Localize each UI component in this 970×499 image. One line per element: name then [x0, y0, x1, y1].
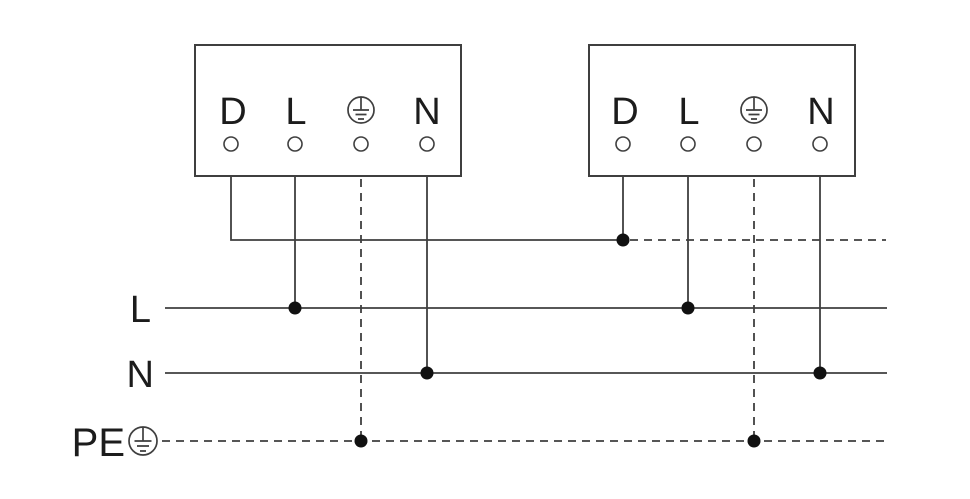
protective-earth-icon [347, 96, 375, 124]
junction-dot-device2-n [813, 366, 827, 380]
device-1-terminal-d [223, 136, 239, 152]
device-2-terminal-d [615, 136, 631, 152]
device-2-terminal-pe [746, 136, 762, 152]
device-2-terminal-label-n: N [807, 91, 834, 133]
device-2-terminal-label-d: D [611, 91, 638, 133]
live-bus-label: L [130, 289, 151, 331]
device-1-terminal-label-l: L [285, 91, 306, 133]
device-1-terminal-pe [353, 136, 369, 152]
device-2-outline [588, 44, 856, 177]
junction-dot-device1-l [288, 301, 302, 315]
bus-labels: L N PE [72, 289, 158, 465]
device-1: D L N [194, 44, 462, 177]
protective-earth-icon [128, 426, 158, 456]
wires [162, 151, 887, 442]
junction-dots [288, 233, 827, 448]
device-2-terminal-label-l: L [678, 91, 699, 133]
wire-device1-d-link [230, 151, 623, 241]
device-2-terminal-n [812, 136, 828, 152]
junction-dot-device1-n [420, 366, 434, 380]
neutral-bus-label: N [127, 354, 154, 396]
device-2: D L N [588, 44, 856, 177]
junction-dot-d-link [616, 233, 630, 247]
device-1-terminal-l [287, 136, 303, 152]
device-1-terminal-label-n: N [413, 91, 440, 133]
device-1-terminal-n [419, 136, 435, 152]
device-2-terminal-l [680, 136, 696, 152]
junction-dot-device2-pe [747, 434, 761, 448]
junction-dot-device2-l [681, 301, 695, 315]
device-1-terminal-label-d: D [219, 91, 246, 133]
protective-earth-icon [740, 96, 768, 124]
pe-bus-label: PE [72, 421, 125, 465]
device-1-outline [194, 44, 462, 177]
junction-dot-device1-pe [354, 434, 368, 448]
